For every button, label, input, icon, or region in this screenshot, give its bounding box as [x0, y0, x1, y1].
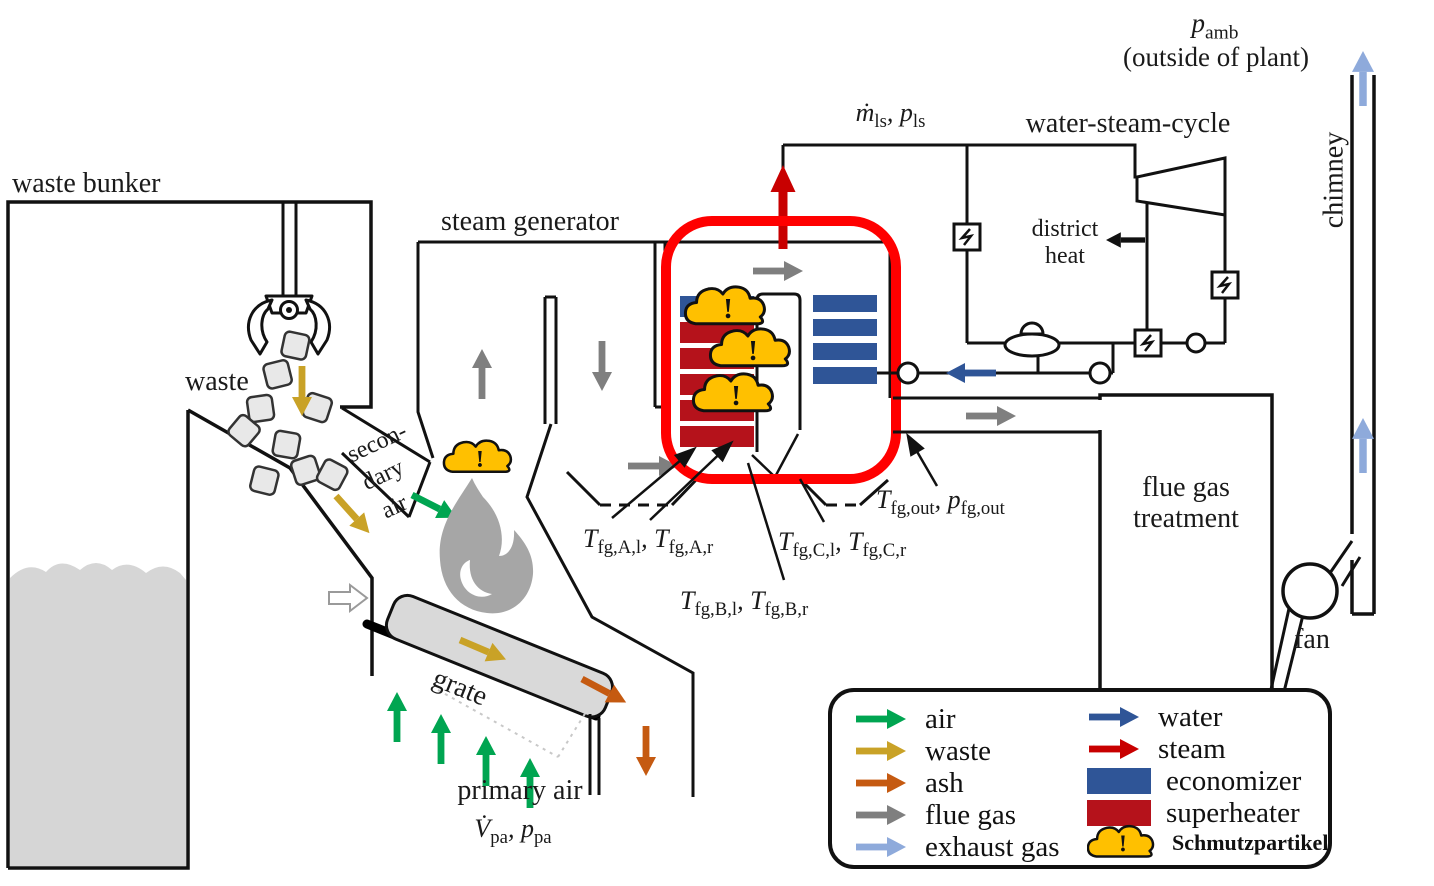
heat-exchanger-icon — [1210, 270, 1240, 300]
fan-icon — [1281, 562, 1339, 620]
legend-label: steam — [1158, 732, 1226, 765]
pump-icon — [1185, 332, 1207, 354]
steam-generator-label: steam generator — [440, 206, 620, 237]
highlight-box — [661, 216, 901, 484]
legend-item-water: water — [1087, 702, 1222, 732]
pump-icon — [1088, 361, 1112, 385]
legend-label: superheater — [1166, 796, 1300, 829]
secondary-air-duct — [340, 406, 432, 519]
pass-baffle — [755, 292, 802, 452]
legend-label: exhaust gas — [925, 830, 1060, 863]
district-heat-label: district heat — [1031, 216, 1099, 269]
legend-item-ash: ash — [854, 768, 964, 798]
legend-label: ash — [925, 766, 964, 799]
legend-label: economizer — [1166, 764, 1302, 797]
p-amb-label: pamb — [1191, 8, 1239, 44]
legend-item-steam: steam — [1087, 734, 1226, 764]
furnace — [328, 439, 656, 808]
outside-of-plant-label: (outside of plant) — [1123, 42, 1309, 72]
t-fg-b-label: Tfg,B,l, Tfg,B,r — [680, 586, 809, 621]
waste-bunker-label: waste bunker — [12, 168, 161, 199]
legend-label: Schmutzpartikel — [1172, 830, 1329, 855]
water-steam-cycle — [783, 143, 1240, 385]
waste-label: waste — [185, 366, 249, 397]
legend-item-superheater: superheater — [1087, 798, 1300, 828]
legend-item-flue-gas: flue gas — [854, 800, 1016, 830]
ash-arrow-icon — [636, 726, 656, 776]
water-arrow-icon — [1089, 707, 1139, 727]
t-fg-out-label: Tfg,out, pfg,out — [876, 485, 1005, 520]
dirt-cloud-icon — [683, 285, 766, 327]
turbine-icon — [1135, 156, 1227, 217]
dirt-cloud-icon — [1087, 824, 1155, 859]
economizer-bank — [813, 295, 877, 384]
drum-icon — [1003, 332, 1061, 358]
legend-item-economizer: economizer — [1087, 766, 1301, 796]
third-pass — [680, 261, 877, 480]
air-arrow-icon — [387, 692, 407, 742]
exhaust-gas-arrow-icon — [856, 837, 906, 857]
steam-arrow-icon — [770, 165, 796, 249]
drum-dome — [1019, 321, 1045, 336]
legend-label: air — [925, 702, 956, 735]
legend-label: water — [1158, 700, 1223, 733]
legend-box: air waste ash flue gas exhaust gas water… — [828, 688, 1332, 869]
air-arrow-icon — [431, 714, 451, 764]
economizer-bar — [813, 367, 877, 384]
exhaust-gas-arrow-icon — [1352, 51, 1374, 106]
t-fg-a-label: Tfg,A,l, Tfg,A,r — [583, 524, 714, 559]
superheater-swatch — [1087, 800, 1151, 826]
flue-gas-arrow-icon — [472, 349, 492, 399]
white-arrow-icon — [328, 582, 369, 614]
legend-label: waste — [925, 734, 992, 767]
economizer-bar — [813, 343, 877, 360]
dirt-cloud-icon — [442, 439, 513, 475]
legend-item-exhaust-gas: exhaust gas — [854, 832, 1060, 862]
waste-pile — [10, 563, 186, 866]
chimney-walls — [1350, 75, 1376, 616]
flue-gas-arrow-icon — [966, 406, 1016, 426]
superheater-bar — [680, 426, 754, 447]
flue-gas-arrow-icon — [753, 261, 803, 281]
pointer-lines — [611, 431, 939, 581]
pump-icon — [896, 361, 920, 385]
primary-air-label: primary air — [457, 775, 583, 806]
steam-generator-structure — [416, 240, 892, 797]
crane-claw-icon — [247, 202, 331, 356]
steam-flow-label: ṁls, pls — [855, 98, 926, 133]
flue-gas-arrow-icon — [856, 805, 906, 825]
waste-bunker — [6, 200, 377, 870]
fan-label: fan — [1294, 624, 1330, 655]
legend-item-air: air — [854, 704, 956, 734]
steam-arrow-icon — [1089, 739, 1139, 759]
waste-arrow-icon — [856, 741, 906, 761]
legend-item-waste: waste — [854, 736, 991, 766]
economizer-swatch — [1087, 768, 1151, 794]
legend-label: flue gas — [925, 798, 1016, 831]
economizer-bar — [813, 319, 877, 336]
legend-item-schmutzpartikel: Schmutzpartikel — [1087, 824, 1329, 859]
grate-guide-dashes — [437, 689, 587, 758]
water-arrow-icon — [946, 363, 996, 383]
heat-exchanger-icon — [952, 222, 982, 252]
flue-gas-treatment-label: flue gas treatment — [1133, 472, 1239, 535]
economizer-bar — [813, 295, 877, 312]
flue-gas-treatment — [893, 393, 1274, 714]
ash-arrow-icon — [856, 773, 906, 793]
flue-gas-arrow-icon — [592, 341, 612, 391]
fan-chimney — [1268, 51, 1376, 713]
primary-air-values-label: V̇pa, ppa — [474, 814, 552, 849]
air-arrow-icon — [856, 709, 906, 729]
heat-exchanger-icon — [1133, 328, 1163, 358]
waste-cube-icons — [227, 330, 349, 496]
flame-swirl — [460, 560, 492, 597]
water-steam-cycle-label: water-steam-cycle — [1025, 108, 1231, 139]
exhaust-gas-arrow-icon — [1352, 418, 1374, 473]
t-fg-c-label: Tfg,C,l, Tfg,C,r — [778, 527, 907, 562]
